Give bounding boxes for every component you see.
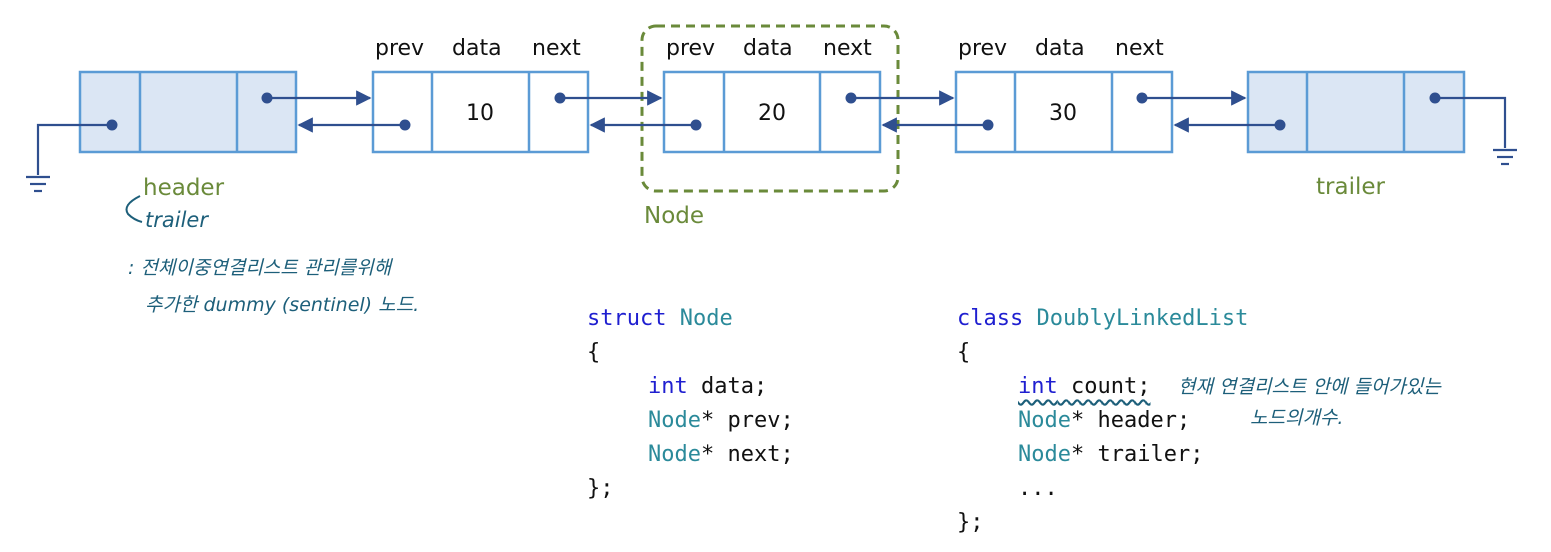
- data-label: data: [1035, 36, 1085, 61]
- code-line: };: [587, 476, 614, 501]
- code-line: };: [957, 510, 984, 535]
- code-line: int count;: [957, 370, 1248, 404]
- struct-node-code: struct Node{int data;Node* prev;Node* ne…: [587, 302, 794, 506]
- type-name: Node: [648, 408, 701, 433]
- code-line: Node* trailer;: [957, 438, 1248, 472]
- trailer-handwritten: trailer: [145, 208, 208, 232]
- next-label: next: [823, 36, 872, 61]
- next-label: next: [1115, 36, 1164, 61]
- node-value: 20: [758, 101, 786, 126]
- count-note-line2: 노드의개수.: [1250, 407, 1344, 429]
- header-label: header: [143, 175, 225, 201]
- node-20: 20: [662, 70, 882, 154]
- ground-left-icon: [26, 123, 112, 193]
- code-line: {: [957, 340, 971, 365]
- code-line: Node* header;: [957, 404, 1248, 438]
- node-value: 30: [1049, 101, 1077, 126]
- sentinel-note-line2: 추가한 dummy (sentinel) 노드.: [145, 294, 420, 316]
- node-value: 10: [466, 101, 494, 126]
- class-dll-code: class DoublyLinkedList{int count;Node* h…: [957, 302, 1248, 540]
- code-text: data;: [687, 374, 768, 399]
- node-label: Node: [644, 203, 705, 229]
- code-text: * prev;: [700, 408, 794, 433]
- code-line: {: [587, 340, 601, 365]
- prev-label: prev: [958, 36, 1008, 61]
- next-label: next: [532, 36, 581, 61]
- code-line: int data;: [587, 370, 794, 404]
- keyword: int: [648, 374, 688, 399]
- code-line: struct Node: [587, 302, 794, 336]
- code-line: ...: [1018, 476, 1058, 501]
- prev-label: prev: [375, 36, 425, 61]
- data-label: data: [743, 36, 793, 61]
- header-node: [78, 70, 298, 154]
- code-text: count;: [1057, 374, 1151, 399]
- code-text: * next;: [700, 442, 794, 467]
- count-underlined: int count;: [1018, 374, 1150, 399]
- type-name: Node: [1018, 408, 1071, 433]
- code-text: * trailer;: [1070, 442, 1204, 467]
- code-line: Node* prev;: [587, 404, 794, 438]
- keyword: struct: [587, 306, 667, 331]
- brace-mark: [125, 195, 143, 223]
- ground-right-icon: [1435, 96, 1517, 166]
- type-name: Node: [1018, 442, 1071, 467]
- keyword: class: [957, 306, 1024, 331]
- type-name: DoublyLinkedList: [1036, 306, 1249, 331]
- trailer-label: trailer: [1316, 174, 1385, 200]
- type-name: Node: [679, 306, 733, 331]
- node-30: 30: [954, 70, 1174, 154]
- node-10: 10: [371, 70, 590, 154]
- trailer-node: [1246, 70, 1466, 154]
- node-highlight-box: [640, 24, 900, 193]
- data-label: data: [452, 36, 502, 61]
- code-line: class DoublyLinkedList: [957, 302, 1248, 336]
- prev-label: prev: [666, 36, 716, 61]
- sentinel-note-line1: : 전체이중연결리스트 관리를위해: [128, 257, 392, 279]
- code-text: * header;: [1070, 408, 1191, 433]
- count-note-line1: 현재 연결리스트 안에 들어가있는: [1178, 376, 1441, 398]
- keyword: int: [1018, 374, 1058, 399]
- type-name: Node: [648, 442, 701, 467]
- code-line: Node* next;: [587, 438, 794, 472]
